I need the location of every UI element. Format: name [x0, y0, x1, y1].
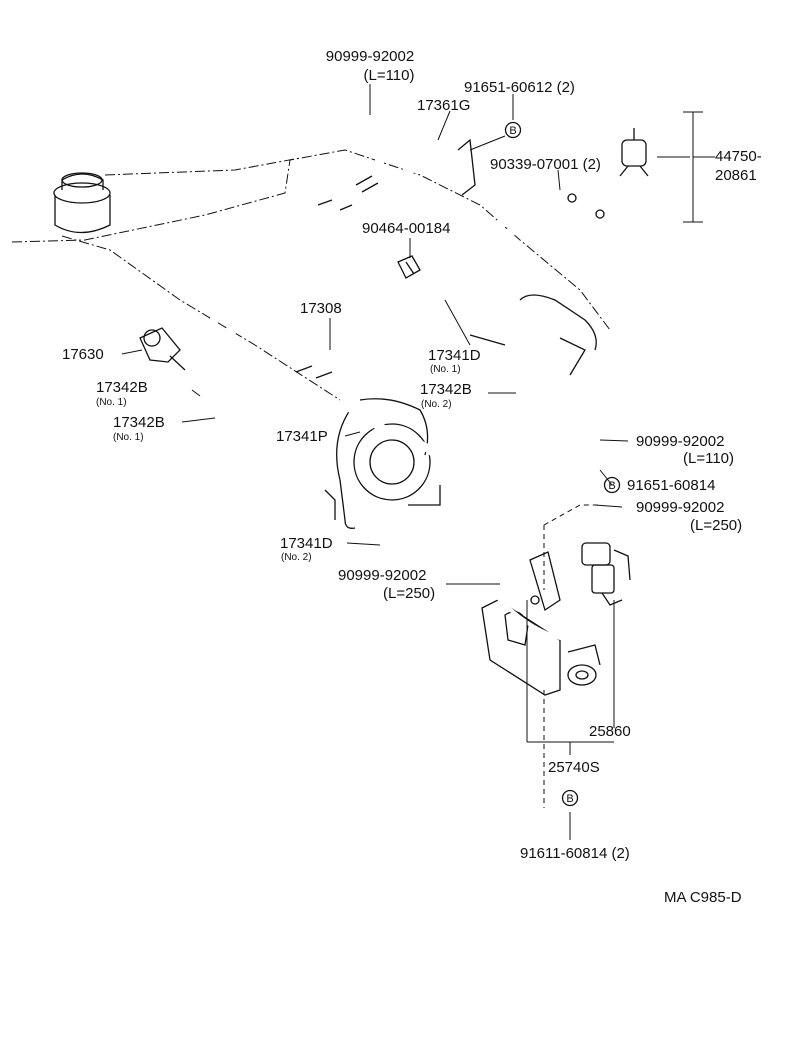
leader-lines [121, 84, 715, 840]
hose-17342b-no1 [182, 375, 218, 408]
label-vsv-25860: 25860 [589, 723, 631, 740]
hose-long-l250 [550, 478, 708, 692]
label-hose-long-len: (L=250) [690, 517, 742, 534]
clamps-90339 [567, 193, 605, 219]
bracket-17361g [457, 138, 476, 196]
label-bolt-bottom: 91611-60814 (2) [520, 845, 630, 862]
label-hose-17342b-a: 17342B [96, 379, 148, 396]
label-hose-long-part: 90999-92002 [636, 499, 724, 516]
label-hose-17341p: 17341P [276, 428, 328, 445]
throttle-body [324, 398, 441, 529]
label-vsv-44750: 44750- [715, 148, 762, 165]
label-hose-17341d-no2-sub: (No. 2) [281, 552, 312, 563]
label-hose-17342b-c: 17342B [420, 381, 472, 398]
label-part-17630: 17630 [62, 346, 104, 363]
hoses [182, 87, 720, 692]
label-hose-center-part: 90999-92002 [338, 567, 426, 584]
part-17630-valve [139, 327, 186, 371]
hose-right-group [587, 197, 636, 278]
bolt-symbol-bottom: B [561, 789, 579, 807]
bolt-symbol-top-letter: B [509, 125, 516, 137]
label-hose-right-part: 90999-92002 [636, 433, 724, 450]
label-clip-90464: 90464-00184 [362, 220, 450, 237]
hose-90999-right [546, 286, 659, 469]
bolt-symbol-right-letter: B [608, 480, 615, 492]
bolt-symbol-right: B [603, 476, 621, 494]
dashed-lines [543, 504, 600, 808]
label-hose-17342b-a-sub: (No. 1) [96, 397, 127, 408]
hose-17341p [341, 401, 444, 504]
label-hose-17342b-c-sub: (No. 2) [421, 399, 452, 410]
clip-90464 [397, 255, 421, 279]
diagram-code: MA C985-D [664, 889, 742, 906]
filler-cap [53, 172, 111, 234]
label-hose-17341d-no1-sub: (No. 1) [430, 364, 461, 375]
hose-17342b-no2 [454, 356, 550, 484]
label-hose-17341d-no1: 17341D [428, 347, 481, 364]
hose-17308 [321, 191, 584, 362]
part-labels: 90999-92002 (L=110) 91651-60612 (2) 1736… [62, 48, 762, 906]
label-hose-17308: 17308 [300, 300, 342, 317]
label-hose-top-part: 90999-92002 [326, 48, 414, 65]
label-hose-center-len: (L=250) [383, 585, 435, 602]
bolt-symbol-bottom-letter: B [566, 793, 573, 805]
label-hose-17341d-no2: 17341D [280, 535, 333, 552]
label-hose-top-len: (L=110) [363, 67, 414, 84]
label-bracket-25740s: 25740S [548, 759, 600, 776]
label-vsv-20861: 20861 [715, 167, 757, 184]
bolt-symbol-top: B [504, 121, 522, 139]
label-clamp-90339: 90339-07001 (2) [490, 156, 601, 173]
hose-left-pair [196, 206, 354, 412]
hose-center-l250 [466, 480, 634, 641]
hose-17341d-no1 [354, 196, 604, 362]
label-bolt-top: 91651-60612 (2) [464, 79, 575, 96]
hose-top-right [613, 87, 720, 269]
label-hose-right-len: (L=110) [683, 450, 734, 467]
label-hose-17342b-b: 17342B [113, 414, 165, 431]
label-hose-17342b-b-sub: (No. 1) [113, 432, 144, 443]
hose-17341d-no2 [379, 519, 419, 556]
vsv-44750 [619, 128, 649, 177]
vsv-bracket [481, 542, 631, 696]
fittings [139, 128, 649, 379]
pipe-17361g [357, 145, 523, 201]
label-bolt-right: 91651-60814 [627, 477, 715, 494]
label-pipe-17361g: 17361G [417, 97, 470, 114]
connectors-top [295, 175, 379, 379]
engine-outline [11, 149, 611, 401]
hose-top [296, 116, 406, 136]
